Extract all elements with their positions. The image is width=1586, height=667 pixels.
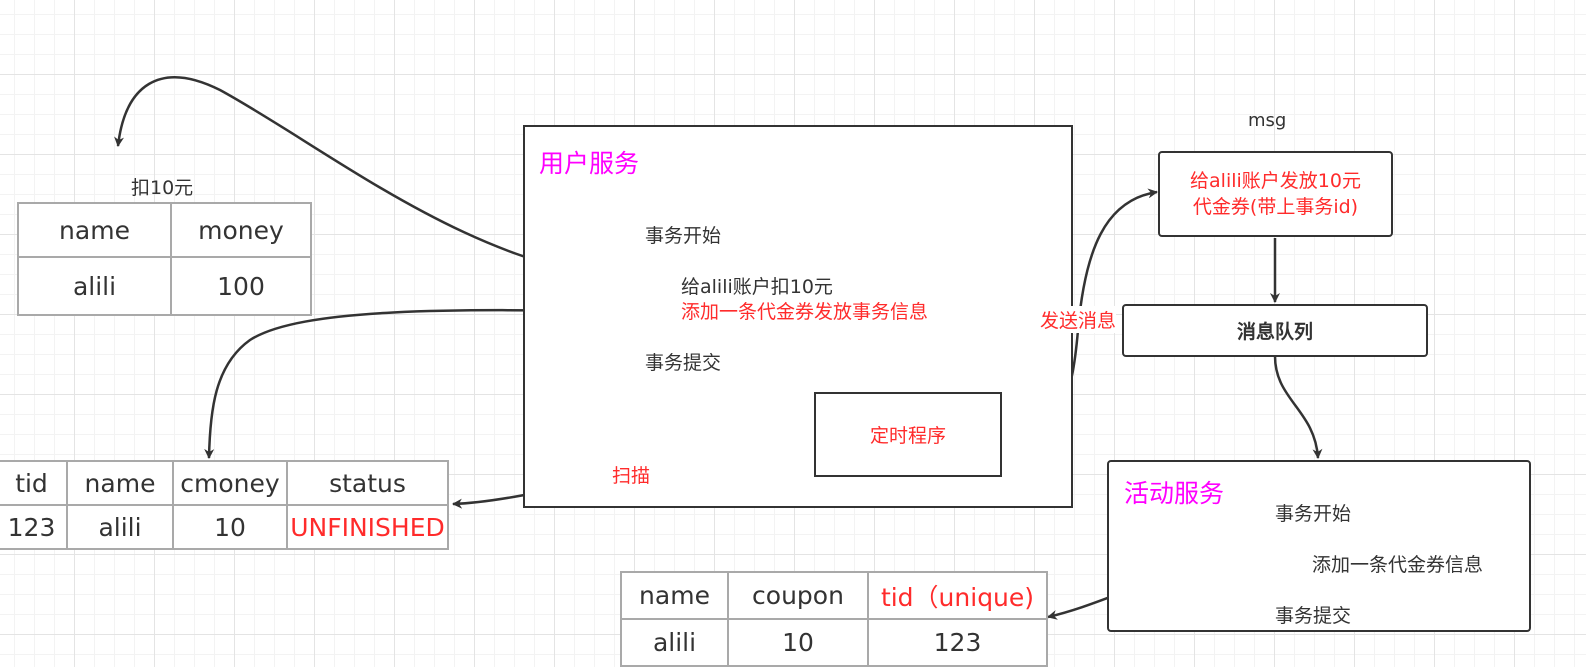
money-table-header-name: name xyxy=(17,202,172,258)
coupon-table-header-coupon: coupon xyxy=(727,571,869,620)
money-table-cell-money: 100 xyxy=(170,256,312,316)
coupon-tx-table: tid name cmoney status 123 alili 10 UNFI… xyxy=(0,460,449,550)
coupon-tx-header-cmoney: cmoney xyxy=(172,460,288,506)
activity-service-box xyxy=(1107,460,1531,632)
coupon-table-cell-coupon: 10 xyxy=(727,618,869,667)
money-table-header-money: money xyxy=(170,202,312,258)
coupon-tx-cell-status: UNFINISHED xyxy=(286,504,449,550)
coupon-tx-header-status: status xyxy=(286,460,449,506)
msg-line-1: 给alili账户发放10元 xyxy=(1190,170,1361,192)
coupon-tx-header-name: name xyxy=(66,460,174,506)
message-queue-label: 消息队列 xyxy=(1236,321,1313,343)
send-message-label: 发送消息 xyxy=(1040,306,1117,333)
activity-tx-begin: 事务开始 xyxy=(1275,503,1352,525)
user-add-tx-info-step: 添加一条代金券发放事务信息 xyxy=(681,301,929,323)
coupon-tx-cell-cmoney: 10 xyxy=(172,504,288,550)
timer-program-box: 定时程序 xyxy=(814,392,1002,477)
money-table-cell-name: alili xyxy=(17,256,172,316)
activity-add-coupon-step: 添加一条代金券信息 xyxy=(1312,554,1484,576)
money-table-caption: 扣10元 xyxy=(131,177,194,199)
message-queue-box: 消息队列 xyxy=(1122,304,1428,357)
user-service-title: 用户服务 xyxy=(539,149,640,178)
timer-program-label: 定时程序 xyxy=(869,425,946,447)
arrow-queue-to-activity xyxy=(1273,355,1323,459)
coupon-table-header-tid: tid（unique) xyxy=(867,571,1048,620)
msg-box: 给alili账户发放10元 代金券(带上事务id) xyxy=(1158,151,1393,237)
coupon-table: name coupon tid（unique) alili 10 123 xyxy=(620,571,1048,667)
coupon-table-cell-name: alili xyxy=(620,618,729,667)
user-tx-commit: 事务提交 xyxy=(645,352,722,374)
activity-service-title: 活动服务 xyxy=(1124,479,1225,508)
user-tx-begin: 事务开始 xyxy=(645,225,722,247)
msg-caption: msg xyxy=(1248,110,1287,131)
coupon-tx-header-tid: tid xyxy=(0,460,68,506)
coupon-table-header-name: name xyxy=(620,571,729,620)
activity-tx-commit: 事务提交 xyxy=(1275,605,1352,627)
scan-label: 扫描 xyxy=(612,461,651,488)
arrow-txinfo-to-coupon-tx-table xyxy=(204,308,645,459)
coupon-tx-cell-name: alili xyxy=(66,504,174,550)
user-deduct-step: 给alili账户扣10元 xyxy=(681,276,833,298)
coupon-tx-cell-tid: 123 xyxy=(0,504,68,550)
arrow-deduct-to-money-table xyxy=(114,76,645,282)
money-table: name money alili 100 xyxy=(17,202,312,316)
msg-line-2: 代金券(带上事务id) xyxy=(1192,196,1359,218)
coupon-table-cell-tid: 123 xyxy=(867,618,1048,667)
